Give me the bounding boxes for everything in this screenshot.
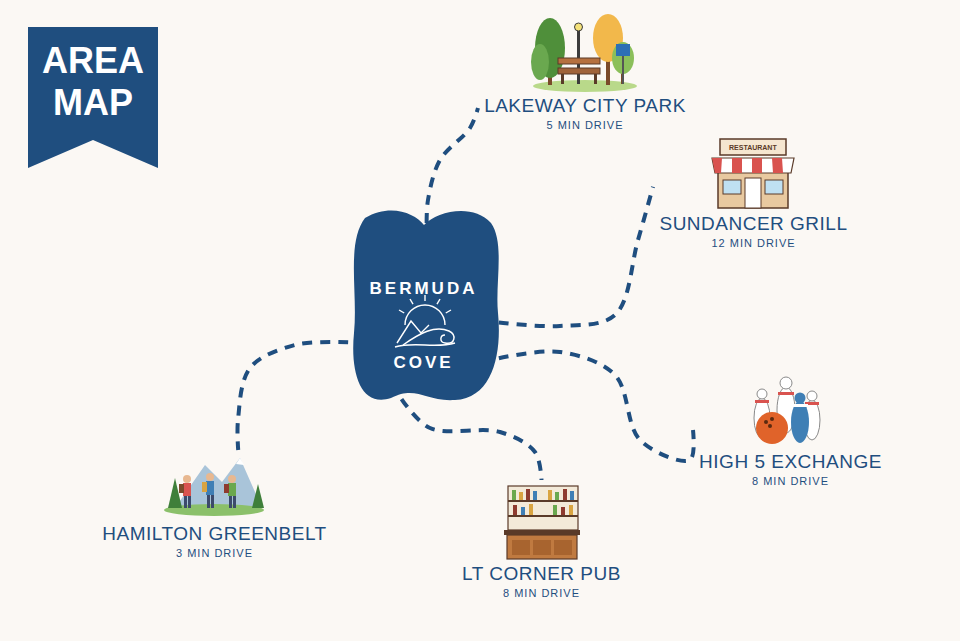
drive-time: 12 MIN DRIVE bbox=[659, 236, 848, 250]
drive-time: 8 MIN DRIVE bbox=[462, 586, 621, 600]
place-name: SUNDANCER GRILL bbox=[659, 212, 848, 236]
place-name: LT CORNER PUB bbox=[462, 562, 621, 586]
wave-logo bbox=[395, 295, 455, 347]
drive-time: 8 MIN DRIVE bbox=[699, 474, 882, 488]
destination: SUNDANCER GRILL12 MIN DRIVE bbox=[653, 135, 854, 250]
dashed-route bbox=[499, 351, 694, 461]
drive-time: 5 MIN DRIVE bbox=[484, 118, 686, 132]
place-name: HIGH 5 EXCHANGE bbox=[699, 450, 882, 474]
drive-time: 3 MIN DRIVE bbox=[102, 546, 327, 560]
hub-badge: BERMUDA COVE bbox=[345, 203, 502, 402]
sign-text: RESTAURANT bbox=[729, 143, 777, 152]
hub-shape bbox=[345, 203, 502, 402]
map-title: AREA MAP bbox=[28, 40, 158, 124]
title-banner bbox=[28, 27, 158, 168]
place-name: HAMILTON GREENBELT bbox=[102, 522, 327, 546]
destination: HAMILTON GREENBELT3 MIN DRIVE bbox=[96, 450, 333, 560]
pub-icon bbox=[504, 486, 580, 559]
dashed-route bbox=[402, 399, 542, 480]
destination: LAKEWAY CITY PARK5 MIN DRIVE bbox=[478, 12, 692, 132]
bowling-icon bbox=[754, 377, 820, 444]
dashed-route bbox=[427, 108, 478, 223]
dashed-route bbox=[499, 187, 653, 326]
destination: LT CORNER PUB8 MIN DRIVE bbox=[456, 480, 627, 600]
place-name: LAKEWAY CITY PARK bbox=[484, 94, 686, 118]
drive-time: COVE bbox=[345, 353, 502, 373]
hiking-icon bbox=[164, 458, 264, 516]
restaurant-icon bbox=[712, 139, 794, 208]
dashed-route bbox=[237, 342, 348, 450]
place-name: BERMUDA bbox=[345, 279, 502, 299]
destination: HIGH 5 EXCHANGE8 MIN DRIVE bbox=[693, 372, 888, 488]
park-icon bbox=[531, 14, 637, 92]
